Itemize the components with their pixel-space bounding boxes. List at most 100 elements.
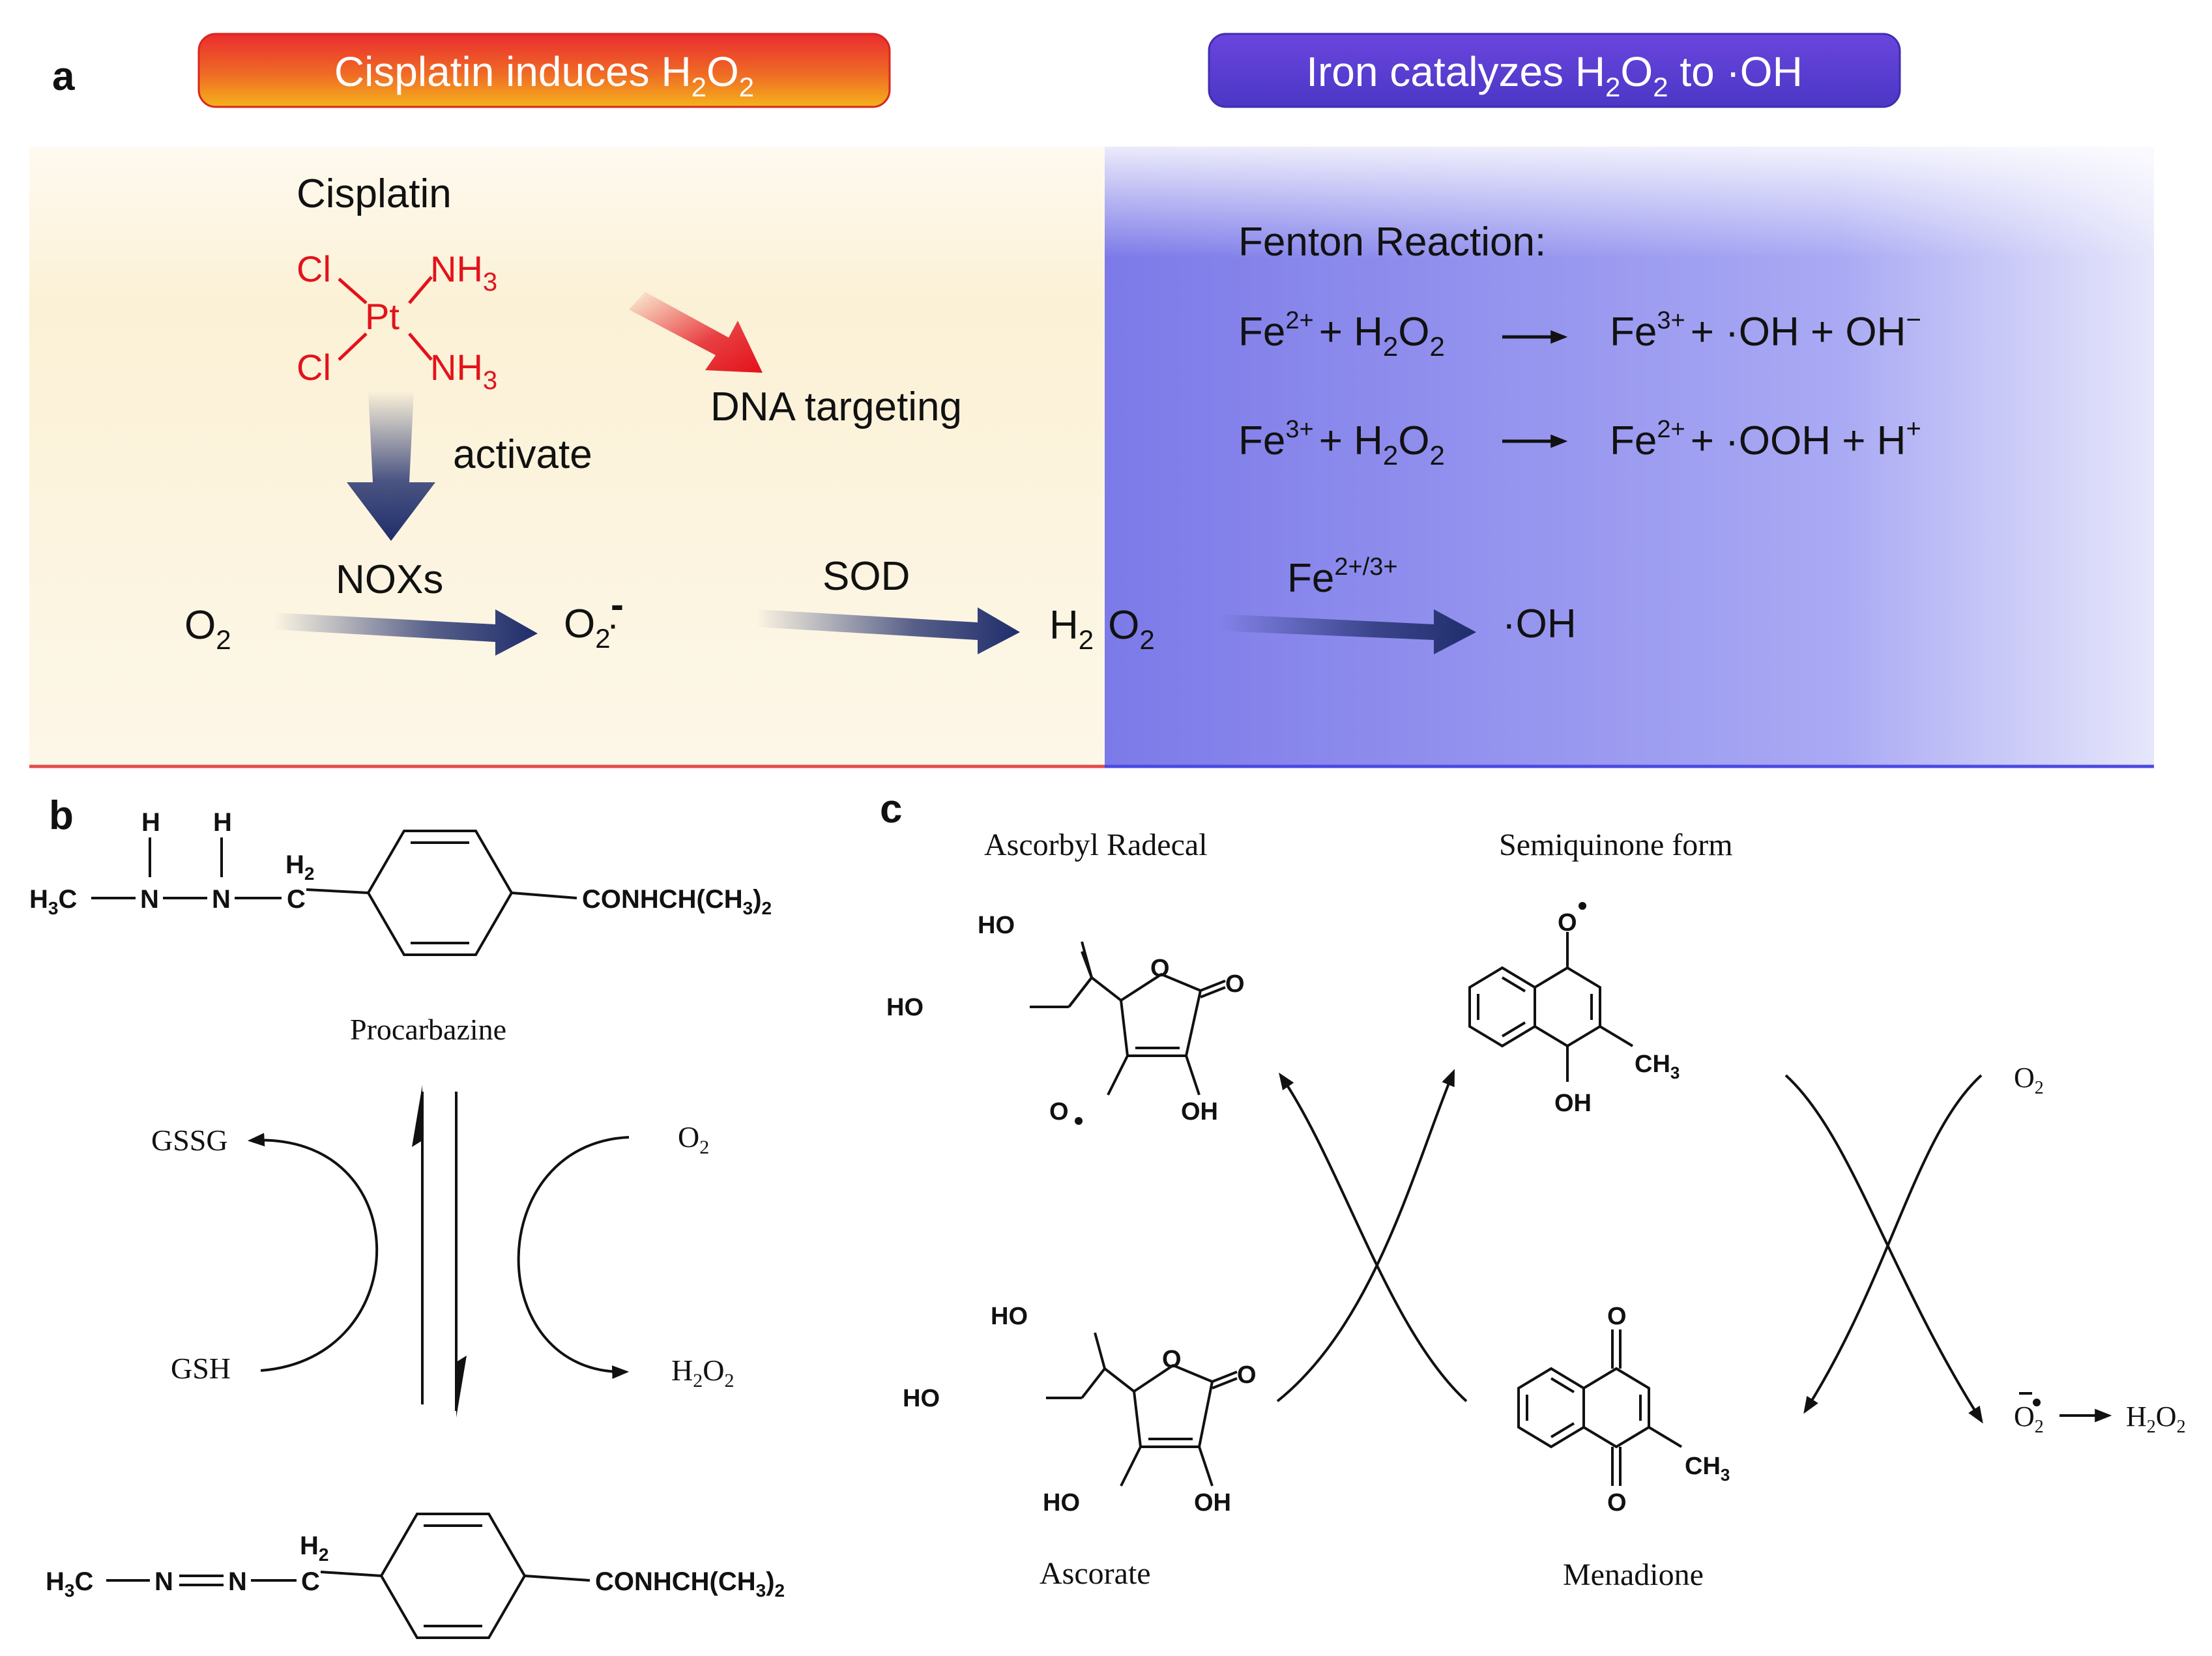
svg-text:HO: HO bbox=[1043, 1489, 1080, 1517]
svg-text:O: O bbox=[1225, 970, 1245, 998]
svg-text:Fe2++ ·OOH + H+: Fe2++ ·OOH + H+ bbox=[1610, 414, 1921, 463]
superoxide-label: O2 bbox=[564, 602, 611, 654]
svg-text:OH: OH bbox=[1194, 1489, 1231, 1517]
nox-arrow bbox=[274, 609, 538, 656]
b-h2o2-label: H2O2 bbox=[671, 1354, 734, 1391]
activate-label: activate bbox=[453, 432, 592, 477]
svg-text:H: H bbox=[213, 808, 232, 837]
redox-cycle-arrows bbox=[1276, 1069, 2112, 1424]
svg-text:CH3: CH3 bbox=[1635, 1051, 1680, 1082]
svg-text:H3C: H3C bbox=[46, 1567, 93, 1601]
azo-bonds bbox=[106, 1513, 590, 1639]
cisplatin-structure: Cl Cl Pt NH3 NH3 bbox=[297, 248, 497, 395]
dna-targeting-label: DNA targeting bbox=[710, 385, 962, 429]
panel-b-letter: b bbox=[49, 793, 74, 838]
cisplatin-cl-bottom: Cl bbox=[297, 347, 331, 388]
svg-text:O: O bbox=[1150, 955, 1170, 982]
gsh-label: GSH bbox=[171, 1352, 231, 1385]
o2-to-menadione-arrow bbox=[1803, 1074, 1983, 1414]
o2-cycle-arrow bbox=[517, 1136, 630, 1379]
ascorbyl-radical-structure: HO HO O O O OH bbox=[886, 912, 1245, 1126]
svg-text:H2: H2 bbox=[300, 1532, 328, 1565]
equilibrium-arrows bbox=[412, 1085, 467, 1417]
svg-text:HO: HO bbox=[903, 1385, 940, 1412]
banner-iron-text: Iron catalyzes H2O2 to ·OH bbox=[1306, 48, 1803, 102]
ascorate-structure: HO HO O O HO OH bbox=[903, 1303, 1257, 1517]
svg-text:HO: HO bbox=[886, 994, 924, 1021]
svg-text:Fe2++ H2O2: Fe2++ H2O2 bbox=[1238, 307, 1445, 362]
svg-text:CONHCH(CH3)2: CONHCH(CH3)2 bbox=[582, 885, 772, 918]
panel-a-letter: a bbox=[52, 54, 75, 99]
cisplatin-pt: Pt bbox=[365, 296, 400, 337]
c-superoxide-label: O2 bbox=[2014, 1401, 2044, 1437]
o2-label: O2 bbox=[184, 603, 231, 655]
banner-cisplatin-text: Cisplatin induces H2O2 bbox=[334, 48, 754, 102]
ascorate-label: Ascorate bbox=[1040, 1556, 1151, 1591]
svg-text:OH: OH bbox=[1554, 1090, 1592, 1117]
dna-targeting-arrow bbox=[629, 292, 763, 373]
superoxide-radical: · bbox=[609, 613, 618, 641]
sod-label: SOD bbox=[822, 554, 910, 599]
ascorbate-to-semiquinone-arrow bbox=[1276, 1069, 1455, 1402]
fenton-eq1: Fe2++ H2O2 Fe3++ ·OH + OH− bbox=[1238, 306, 1921, 362]
fenton-title: Fenton Reaction: bbox=[1238, 220, 1546, 265]
fenton-eq2: Fe3++ H2O2 Fe2++ ·OOH + H+ bbox=[1238, 414, 1921, 471]
menadione-to-ascorbyl-arrow bbox=[1279, 1072, 1468, 1402]
panel-a: a Cisplatin induces H2O2 Iron catalyzes … bbox=[29, 33, 2154, 768]
svg-text:O: O bbox=[1607, 1489, 1627, 1517]
c-o2-label: O2 bbox=[2014, 1062, 2044, 1098]
svg-text:N: N bbox=[154, 1567, 173, 1596]
svg-text:O: O bbox=[1049, 1098, 1069, 1126]
semiquinone-structure: O OH CH3 bbox=[1468, 902, 1680, 1117]
activate-arrow bbox=[347, 391, 435, 541]
svg-text:Fe3++ ·OH + OH−: Fe3++ ·OH + OH− bbox=[1610, 306, 1921, 355]
b-o2-label: O2 bbox=[678, 1120, 709, 1158]
svg-text:O: O bbox=[1162, 1346, 1182, 1373]
ascorbyl-radical-label: Ascorbyl Radecal bbox=[984, 828, 1208, 862]
procarbazine-label: Procarbazine bbox=[350, 1013, 506, 1046]
svg-text:O: O bbox=[1558, 909, 1577, 937]
cisplatin-cl-top: Cl bbox=[297, 248, 331, 289]
svg-text:N: N bbox=[228, 1567, 247, 1596]
banner-cisplatin bbox=[197, 33, 891, 108]
c-h2o2-label: H2O2 bbox=[2126, 1401, 2186, 1437]
menadione-structure: O O CH3 bbox=[1517, 1303, 1730, 1517]
svg-text:C: C bbox=[287, 885, 306, 914]
svg-text:HO: HO bbox=[978, 912, 1015, 939]
c-superoxide-radical bbox=[2033, 1399, 2041, 1406]
superoxide-charge: - bbox=[611, 583, 624, 626]
cisplatin-title: Cisplatin bbox=[297, 171, 452, 216]
gssg-label: GSSG bbox=[151, 1124, 228, 1157]
hydroxyl-radical-label: ·OH bbox=[1502, 602, 1577, 646]
semiquinone-label: Semiquinone form bbox=[1499, 828, 1733, 862]
cisplatin-nh3-top: NH3 bbox=[430, 248, 497, 297]
svg-text:HO: HO bbox=[991, 1303, 1028, 1330]
procarbazine-structure: H3C N N H H C H2 CONHCH(CH3)2 bbox=[29, 808, 772, 918]
panel-a-right-fade bbox=[1105, 147, 2154, 766]
semiquinone-to-superoxide-arrow bbox=[1784, 1074, 1983, 1424]
svg-text:CH3: CH3 bbox=[1685, 1453, 1730, 1485]
menadione-label: Menadione bbox=[1563, 1558, 1704, 1592]
svg-text:H: H bbox=[141, 808, 160, 837]
sod-arrow bbox=[756, 607, 1020, 654]
svg-text:OH: OH bbox=[1181, 1098, 1218, 1126]
azo-structure: H3C N N C H2 CONHCH(CH3)2 bbox=[46, 1532, 785, 1601]
svg-text:O: O bbox=[1607, 1303, 1627, 1330]
gsh-cycle-arrow bbox=[247, 1133, 379, 1372]
svg-text:N: N bbox=[140, 885, 159, 914]
cisplatin-nh3-bottom: NH3 bbox=[430, 347, 497, 395]
nox-label: NOXs bbox=[336, 557, 443, 602]
svg-text:Fe3++ H2O2: Fe3++ H2O2 bbox=[1238, 416, 1445, 471]
panel-c: c Ascorbyl Radecal Semiquinone form Asco… bbox=[880, 787, 2186, 1592]
svg-text:O: O bbox=[1237, 1361, 1257, 1389]
iron-arrow bbox=[1219, 609, 1476, 654]
banner-iron bbox=[1208, 33, 1901, 108]
panel-c-letter: c bbox=[880, 787, 902, 832]
fe-catalyst-label: Fe2+/3+ bbox=[1287, 553, 1398, 601]
panel-a-left-background bbox=[29, 147, 1105, 766]
panel-b: b H3C N N H H C H2 CONHCH(CH3)2 Procarba… bbox=[29, 793, 785, 1639]
svg-text:H2: H2 bbox=[285, 850, 314, 884]
